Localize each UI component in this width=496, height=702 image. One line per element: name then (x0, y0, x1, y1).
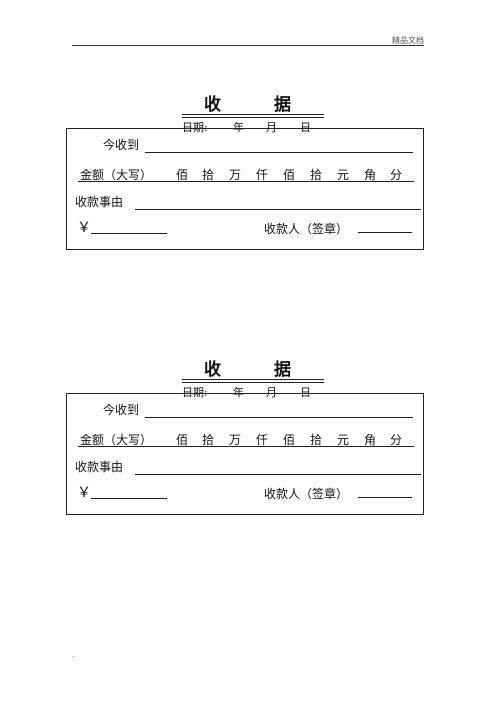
date-day: 日 (300, 386, 311, 399)
payee-label: 收款人（签章） (264, 487, 349, 501)
unit-wan: 万 (229, 168, 242, 182)
received-from-label: 今收到 (103, 138, 140, 152)
unit-qian: 仟 (256, 168, 269, 182)
amount-figure-line[interactable] (91, 233, 167, 234)
title-char-1: 收 (204, 95, 221, 115)
unit-jiao: 角 (364, 433, 377, 447)
unit-yuan: 元 (337, 168, 350, 182)
title-char-2: 据 (274, 360, 291, 380)
payee-signature-line[interactable] (358, 232, 412, 233)
reason-line[interactable] (135, 474, 421, 475)
amount-line[interactable] (78, 181, 414, 182)
unit-shi: 拾 (202, 168, 215, 182)
title-char-2: 据 (274, 95, 291, 115)
footer-mark: . (72, 650, 75, 659)
title-char-1: 收 (204, 360, 221, 380)
unit-bai-2: 佰 (283, 168, 296, 182)
amount-figure-line[interactable] (91, 498, 167, 499)
currency-symbol: ￥ (77, 220, 91, 236)
date-month: 月 (266, 121, 277, 134)
received-from-line[interactable] (145, 417, 413, 418)
date-year: 年 (233, 121, 244, 134)
unit-yuan: 元 (337, 433, 350, 447)
unit-shi: 拾 (202, 433, 215, 447)
date-label: 日期: (182, 121, 208, 134)
receipt-2: 收 据 日期: 年 月 日 今收到 金额（大写） 佰 拾 万 仟 佰 拾 元 角… (0, 355, 496, 555)
unit-shi-2: 拾 (310, 168, 323, 182)
reason-label: 收款事由 (75, 195, 124, 209)
unit-bai: 佰 (176, 433, 189, 447)
amount-label: 金额（大写） (80, 168, 153, 182)
unit-fen: 分 (390, 433, 403, 447)
page-header: 精品文档 (392, 36, 424, 45)
unit-jiao: 角 (364, 168, 377, 182)
title-underline (182, 114, 324, 115)
amount-label: 金额（大写） (80, 433, 153, 447)
payee-label: 收款人（签章） (264, 222, 349, 236)
receipt-title: 收 据 (204, 90, 291, 115)
received-from-label: 今收到 (103, 403, 140, 417)
date-year: 年 (233, 386, 244, 399)
currency-symbol: ￥ (77, 485, 91, 501)
received-from-line[interactable] (145, 152, 413, 153)
payee-signature-line[interactable] (358, 497, 412, 498)
receipt-title: 收 据 (204, 355, 291, 380)
unit-bai-2: 佰 (283, 433, 296, 447)
receipt-1: 收 据 日期: 年 月 日 今收到 金额（大写） 佰 拾 万 仟 佰 拾 元 角… (0, 90, 496, 290)
header-rule (72, 45, 424, 46)
receipt-box: 今收到 金额（大写） 佰 拾 万 仟 佰 拾 元 角 分 收款事由 ￥ 收款人（… (66, 393, 424, 515)
unit-wan: 万 (229, 433, 242, 447)
title-underline (182, 379, 324, 380)
unit-fen: 分 (390, 168, 403, 182)
amount-line[interactable] (78, 446, 414, 447)
title-underline-second (182, 117, 324, 118)
reason-label: 收款事由 (75, 460, 124, 474)
reason-line[interactable] (135, 209, 421, 210)
receipt-box: 今收到 金额（大写） 佰 拾 万 仟 佰 拾 元 角 分 收款事由 ￥ 收款人（… (66, 128, 424, 250)
date-month: 月 (266, 386, 277, 399)
unit-shi-2: 拾 (310, 433, 323, 447)
unit-qian: 仟 (256, 433, 269, 447)
unit-bai: 佰 (176, 168, 189, 182)
date-label: 日期: (182, 386, 208, 399)
date-day: 日 (300, 121, 311, 134)
title-underline-second (182, 382, 324, 383)
